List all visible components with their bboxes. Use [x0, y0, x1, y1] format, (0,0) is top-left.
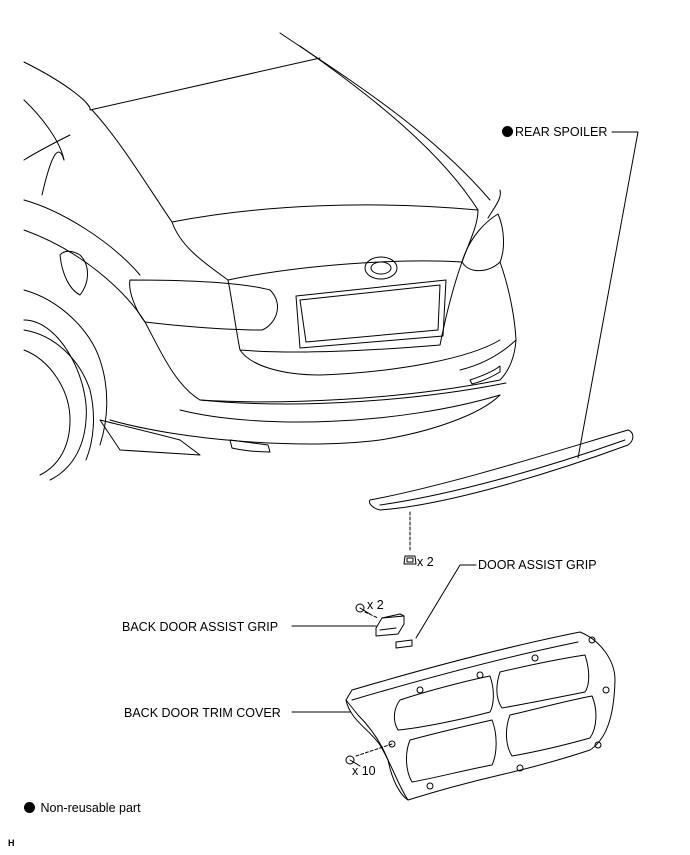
legend-dot-icon: [24, 802, 35, 813]
back-door-assist-grip-label: BACK DOOR ASSIST GRIP: [122, 620, 279, 634]
rear-spoiler-leader: [577, 131, 639, 459]
door-assist-grip-leader: [415, 564, 477, 639]
rear-spoiler-drawing: [369, 429, 634, 511]
spoiler-clip-quantity: x 2: [417, 555, 434, 569]
trim-clip-quantity: x 10: [352, 764, 376, 778]
non-reusable-dot-icon: [502, 126, 513, 137]
door-assist-grip-label: DOOR ASSIST GRIP: [478, 558, 597, 572]
back-door-assist-grip-drawing: [375, 613, 405, 637]
back-door-trim-cover-drawing: [345, 631, 616, 801]
grip-screw-icon: [355, 603, 371, 615]
trim-clip-icon: [345, 755, 361, 767]
corner-code: H: [8, 838, 15, 848]
grip-screw-dashline: [364, 611, 379, 619]
legend-non-reusable: Non-reusable part: [24, 801, 141, 815]
rear-spoiler-label: REAR SPOILER: [502, 125, 607, 139]
back-door-trim-cover-label: BACK DOOR TRIM COVER: [124, 706, 281, 720]
trim-clip-dashline: [355, 743, 393, 757]
grip-screw-quantity: x 2: [367, 598, 384, 612]
car-body-drawing: [23, 32, 517, 481]
spoiler-clip-icon: [403, 555, 417, 565]
door-assist-grip-drawing: [395, 639, 413, 649]
